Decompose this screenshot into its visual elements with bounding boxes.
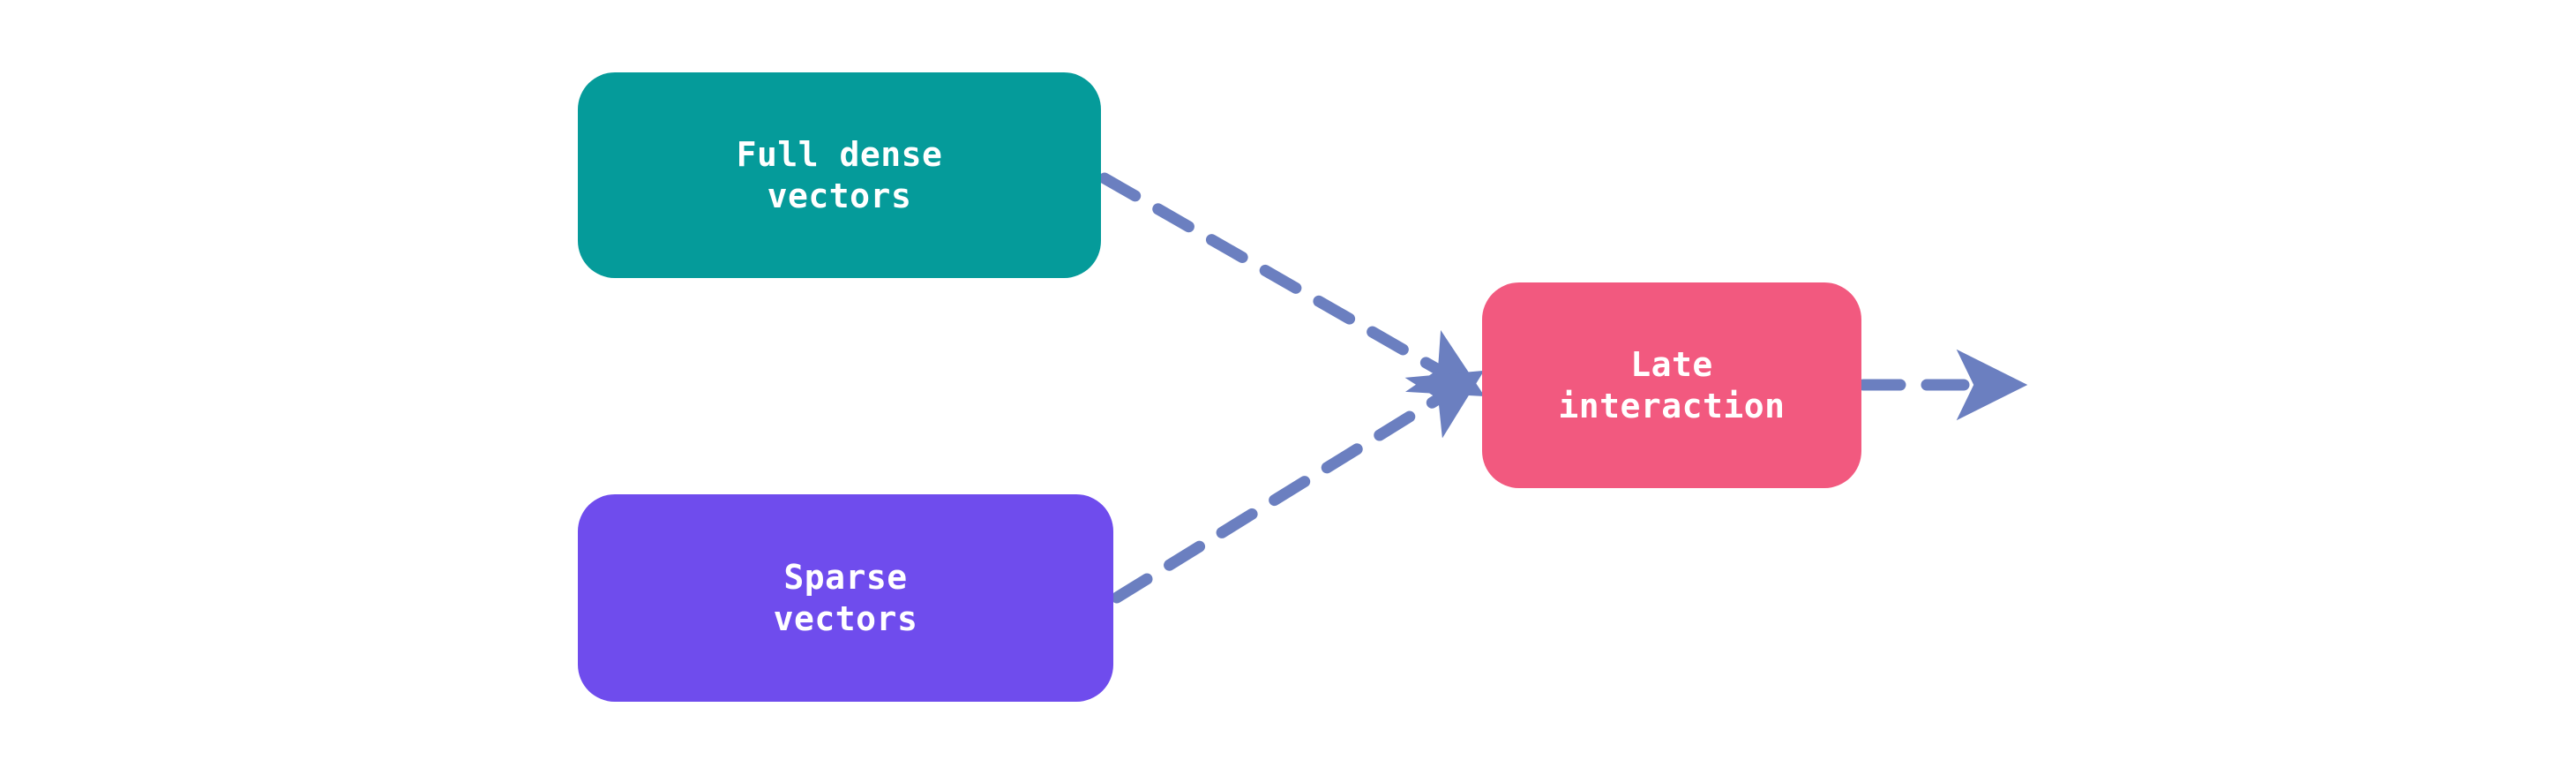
edge-dense-to-late [1098,172,1485,397]
node-label-sparse-vectors: Sparse vectors [773,558,918,638]
node-label-late-interaction: Late interaction [1558,345,1786,425]
edge-sparse-to-late [1111,370,1485,604]
node-sparse-vectors[interactable]: Sparse vectors [578,494,1113,702]
node-label-full-dense-vectors: Full dense vectors [736,135,943,215]
node-late-interaction[interactable]: Late interaction [1482,282,1861,488]
node-full-dense-vectors[interactable]: Full dense vectors [578,72,1101,278]
